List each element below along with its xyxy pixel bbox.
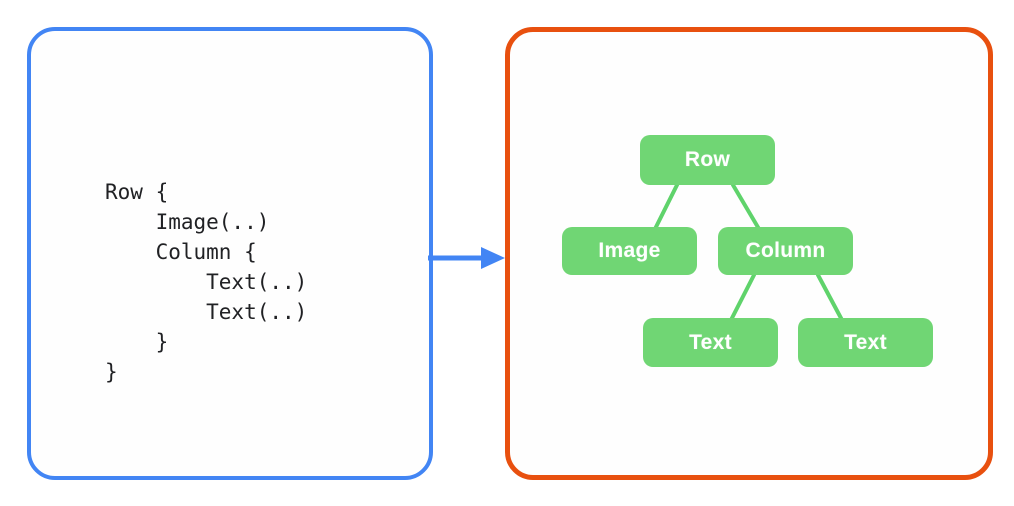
tree-node-row: Row bbox=[640, 135, 775, 185]
tree-node-text2: Text bbox=[798, 318, 933, 367]
tree-panel: Row Image Column Text Text bbox=[505, 27, 993, 480]
code-panel: Row { Image(..) Column { Text(..) Text(.… bbox=[27, 27, 433, 480]
code-snippet: Row { Image(..) Column { Text(..) Text(.… bbox=[105, 180, 308, 384]
tree-edges bbox=[653, 183, 844, 322]
edge-column-text2 bbox=[816, 273, 844, 322]
tree-node-column: Column bbox=[718, 227, 853, 275]
arrow-right-icon bbox=[428, 247, 505, 269]
edge-column-text1 bbox=[729, 273, 756, 322]
tree-node-image: Image bbox=[562, 227, 697, 275]
edge-row-column bbox=[731, 183, 761, 231]
tree-node-text1: Text bbox=[643, 318, 778, 367]
edge-row-image bbox=[653, 183, 679, 231]
